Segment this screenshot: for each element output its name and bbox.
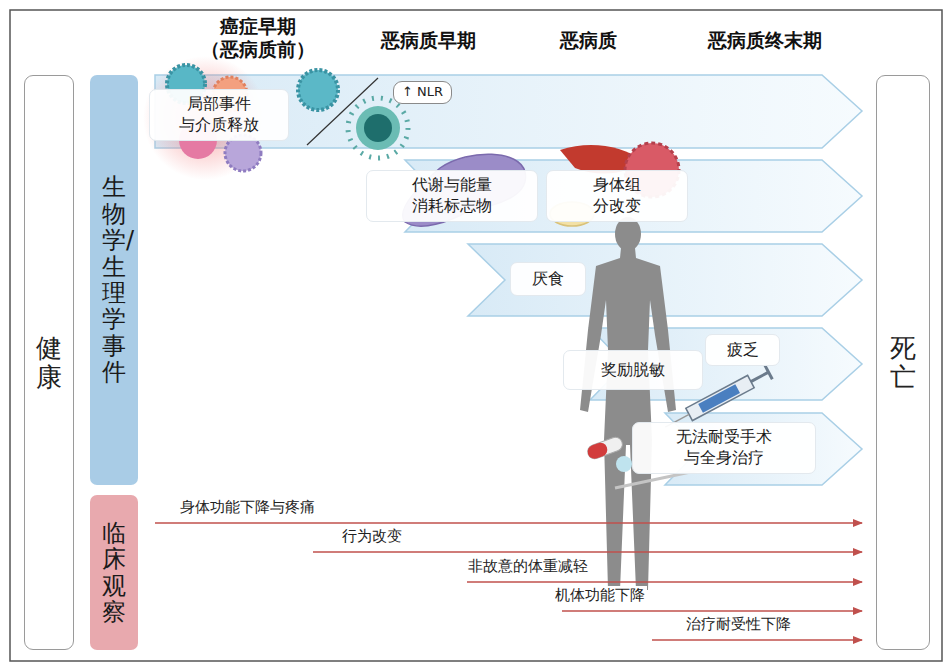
syringe-liquid [698, 384, 740, 413]
observation-arrow [562, 610, 862, 612]
neutrophil-nucleus [364, 114, 392, 142]
observation-arrow [467, 581, 862, 583]
observation-label: 治疗耐受性下降 [684, 615, 793, 633]
event-box: 局部事件 与介质释放 [149, 89, 289, 141]
node-text: 死亡 [890, 334, 916, 391]
node-text: ↑ NLR [402, 84, 443, 101]
node-text: 疲乏 [727, 340, 759, 361]
marker-badge: ↑ NLR [393, 81, 452, 104]
node-text: 厌食 [532, 269, 564, 290]
node-text: 代谢与能量 消耗标志物 [412, 175, 492, 217]
event-box: 代谢与能量 消耗标志物 [366, 170, 538, 222]
observation-label: 行为改变 [340, 527, 404, 545]
outer-border [10, 10, 942, 661]
observation-arrow [155, 522, 862, 524]
human-head [615, 217, 641, 251]
node-text: 局部事件 与介质释放 [179, 94, 259, 136]
event-box: 疲乏 [705, 334, 780, 366]
human-body [580, 248, 676, 590]
node-text: 生物学/生理学事件 [102, 174, 126, 385]
neutrophil-cell [356, 106, 400, 150]
node-text: 奖励脱敏 [601, 360, 665, 381]
pill-half [586, 435, 625, 460]
stage-chevron [468, 244, 862, 316]
immune-cell [298, 70, 338, 110]
state-box: 死亡 [876, 75, 930, 650]
pill [586, 435, 625, 460]
stage-header: 恶病质 [560, 29, 617, 52]
state-box: 健康 [24, 75, 74, 650]
stage-header: 癌症早期 （恶病质前） [201, 15, 315, 61]
pill-half [586, 441, 610, 461]
event-box: 无法耐受手术 与全身治疗 [632, 422, 816, 474]
node-text: 健康 [36, 334, 62, 391]
event-box: 厌食 [510, 262, 586, 296]
stage-header: 恶病质终末期 [708, 29, 822, 52]
category-band: 生物学/生理学事件 [90, 75, 138, 485]
event-box: 身体组 分改变 [546, 170, 688, 222]
neutrophil-spikes [348, 98, 408, 158]
observation-label: 机体功能下降 [553, 586, 647, 604]
drop [616, 456, 632, 472]
node-text: 身体组 分改变 [593, 175, 641, 217]
observation-label: 非故意的体重减轻 [466, 557, 590, 575]
node-text: 无法耐受手术 与全身治疗 [676, 427, 772, 469]
node-text: 临床观察 [102, 520, 126, 626]
category-band: 临床观察 [90, 495, 138, 650]
observation-arrow [313, 551, 862, 553]
syringe-plunger [751, 372, 769, 381]
event-box: 奖励脱敏 [563, 350, 703, 390]
observation-arrow [652, 639, 862, 641]
observation-label: 身体功能下降与疼痛 [178, 498, 317, 516]
syringe-plunger [765, 365, 773, 379]
stage-header: 恶病质早期 [381, 29, 476, 52]
